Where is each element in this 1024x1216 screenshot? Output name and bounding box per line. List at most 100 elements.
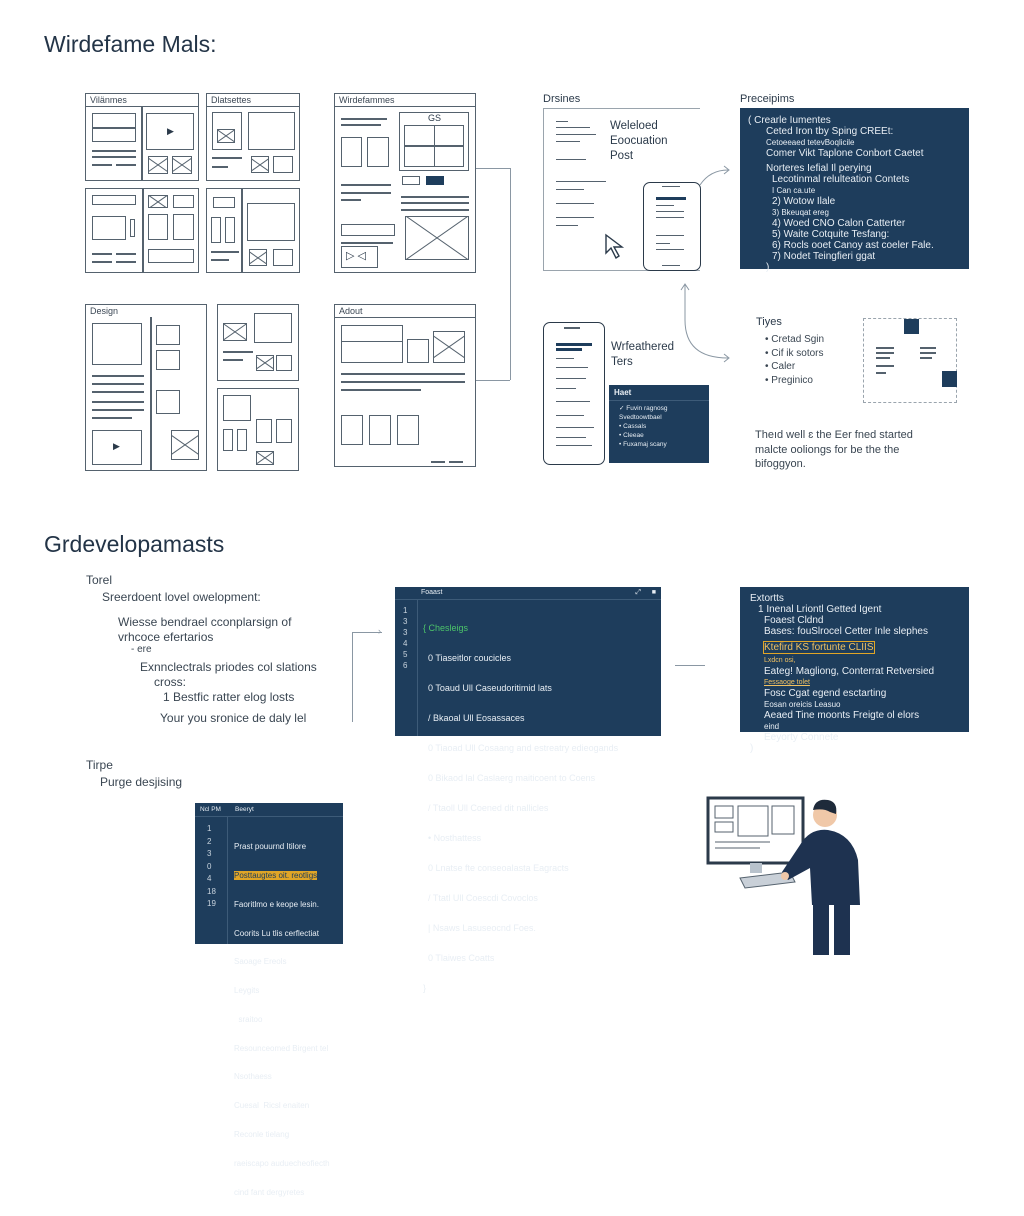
mobile-heading-line: Ters [611, 356, 633, 368]
precept-line: Lecotinmal relulteation Contets [772, 174, 910, 185]
precept-line: ) [766, 262, 770, 273]
code-line: Eosan oreicis Leasuo [764, 700, 841, 709]
precept-line: 2) Wotow Ilale [772, 196, 836, 207]
code-line: Posttaugtes oit. reotligs [234, 870, 318, 880]
panel-item: • Cleeae [619, 432, 644, 439]
panel-badge: GS [428, 113, 442, 123]
wireframe-panel-b: Dlatsettes [206, 93, 300, 181]
panel-item: Svedtoowtbael [619, 414, 662, 421]
tool-line: - ere [131, 644, 152, 655]
panel-label: Wirdefammes [335, 94, 475, 107]
precept-line: I Can ca.ute [772, 186, 816, 195]
wireframe-panel-c: Wirdefammes GS ▷ ◁ [334, 93, 476, 273]
wireframe-panel-a: Vilänmes ▶ [85, 93, 199, 181]
monitor-icon [706, 796, 805, 865]
types-paragraph-line: Theıd well ɛ the Eer fned started [755, 429, 913, 441]
tool-line: Wiesse bendrael cconplarsign of [118, 615, 292, 629]
code-line: { Chesleigs [423, 623, 469, 633]
phone-mockup [643, 182, 701, 271]
code-line: 1 Inenal Lriontl Getted Igent [758, 604, 882, 615]
person-at-computer-illustration [706, 796, 860, 955]
code-line: Aeaed Tine moonts Freigte ol elors [764, 710, 920, 721]
play-icon: ▶ [167, 126, 174, 136]
tool-line: vrhcoce efertarios [118, 630, 214, 644]
wireframe-panel-d2 [217, 304, 299, 381]
wireframe-panel-b2 [206, 188, 300, 273]
code-line: | Nsaws Lasuseocnd Foes. [423, 923, 536, 933]
precept-line: Cetoeeaed tetevBoqlicile [766, 138, 855, 147]
highlighted-code-line: Ktefird KS fortunte CLIIS [763, 641, 875, 654]
code-line: Fosc Cgat egend esctarting [764, 688, 887, 699]
precept-line: Ceted Iron tby Sping CREEt: [766, 126, 894, 137]
type-item: • Preginico [765, 374, 813, 386]
precept-line: Comer Vikt Taplone Conbort Caetet [766, 148, 924, 159]
type-item: • Cif ik sotors [765, 347, 824, 359]
expand-icon[interactable]: ⤢ [635, 589, 641, 596]
code-line: 0 Lnatse fte conseoalasta Eagracts [423, 863, 569, 873]
precept-line: 4) Woed CNO Calon Catterter [772, 218, 906, 229]
code-line: Eeyorty Connete [764, 732, 839, 743]
code-line: eind [764, 722, 780, 731]
types-paragraph-line: malcte ooliongs for be the the [755, 443, 900, 456]
mobile-heading-line: Wrfeathered [611, 341, 675, 353]
filled-button [426, 176, 444, 185]
tool-line: Your you sronice de daly lel [160, 711, 307, 725]
design-heading-line: Weleloed [610, 120, 658, 132]
wireframe-panel-e: Adout [334, 304, 476, 467]
code-line: 0 Tiaoad Ull Cosaang and estreatry edieo… [423, 743, 619, 753]
panel-item: ✓ Fuvin ragnosg [619, 405, 668, 412]
code-line: } [423, 983, 427, 993]
type-item: • Cretad Sgin [765, 334, 825, 345]
type-item: • Caler [765, 361, 796, 372]
flow-arrow-vertical [680, 283, 730, 363]
code-line: 0 Tiaseitlor coucicles [423, 653, 512, 663]
code-line: 0 Toaud Ull Caseudoritimid lats [423, 683, 552, 693]
flow-arrows [699, 165, 730, 186]
wireframe-panel-d3 [217, 388, 299, 471]
precepts-panel: ( Crearle Iumentes Ceted Iron tby Sping … [740, 108, 969, 273]
code-line: sraitoo [234, 1014, 263, 1024]
code-line: Resounceomed Birgent tel [234, 1043, 329, 1053]
panel-item: • Fuxamaj scany [619, 441, 667, 448]
design-heading-line: Post [610, 150, 634, 162]
header-left: Ncl PM [200, 806, 221, 813]
tool-line: 1 Bestfic ratter elog losts [163, 690, 295, 704]
code-line: Extortts [750, 593, 784, 604]
play-icon: ▶ [113, 441, 120, 451]
close-icon[interactable]: ■ [651, 589, 656, 596]
panel-title: Haet [609, 385, 709, 401]
image-placeholder-icon [148, 156, 168, 174]
precept-line: 7) Nodet Teingfieri ggat [772, 251, 876, 262]
tool-line: Exnnclectrals priodes col slations [140, 660, 317, 674]
code-line: Leygits [234, 986, 260, 996]
exports-panel: Extortts 1 Inenal Lriontl Getted Igent F… [740, 587, 969, 754]
highlighted-code-line: Fessaoge tolet [764, 679, 810, 686]
code-line: • Nosthattess [423, 833, 482, 843]
section-title-2: Grdevelopamasts [44, 531, 225, 557]
type-sub: Purge desjising [100, 775, 183, 789]
code-line: Foaest Cldnd [764, 615, 824, 626]
panel-label: Dlatsettes [207, 94, 299, 107]
code-line: Reconle tielang [234, 1130, 290, 1139]
precept-line: Norteres Iefial Il perying [766, 163, 872, 174]
panel-label: Adout [335, 305, 475, 318]
precept-line: ( Crearle Iumentes [748, 115, 831, 126]
mobile-info-panel: Haet ✓ Fuvin ragnosg Svedtoowtbael • Cas… [609, 385, 709, 463]
precept-line: 6) Rocls ooet Canoy ast coeler Fale. [772, 240, 934, 251]
code-line: Nsothaess [234, 1072, 272, 1082]
types-label: Tiyes [756, 316, 782, 328]
phone-mockup-2 [543, 322, 605, 465]
header-right: Beeryt [235, 806, 254, 813]
code-line: Faoritlmo e keope lesin. [234, 899, 319, 909]
types-paragraph-line: bifoggyon. [755, 458, 806, 470]
code-line: cind fant dergyretes [234, 1187, 305, 1197]
design-canvas: Weleloed Eoocuation Post [543, 108, 700, 271]
code-line: Bases: fouSlrocel Cetter Inle slephes [764, 626, 928, 637]
code-line: 0 Bikaod lal Caslaerg maiticoent to Coen… [423, 773, 596, 783]
editor-tab[interactable]: Foaast [421, 589, 443, 596]
code-line: raeiscapo auduecheofiecth [234, 1158, 330, 1168]
code-line: Eateg! Magliong, Conterrat Retversied [764, 666, 935, 677]
code-line: Saoage Ereols [234, 957, 287, 967]
